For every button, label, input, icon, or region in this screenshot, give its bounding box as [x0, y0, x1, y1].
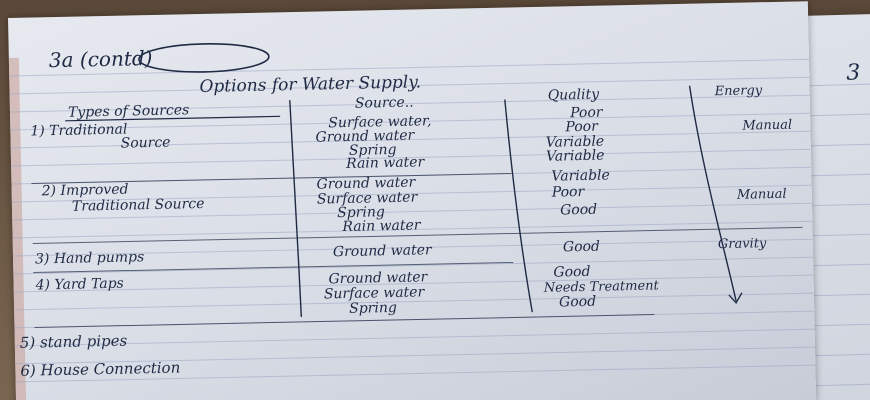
row4-quality-3: Good: [559, 294, 596, 311]
page-heading: 3a (contd): [49, 46, 153, 72]
row3-separator: [33, 261, 514, 274]
row4-source-1: Ground water: [328, 269, 428, 287]
row3-energy: Gravity: [718, 236, 767, 252]
row4-source-2: Surface water: [324, 284, 426, 302]
row1-quality-3: Variable: [546, 134, 605, 151]
right-page-mark: 3: [846, 60, 861, 85]
row1-source-3: Spring: [349, 142, 397, 159]
handwritten-notes: 3a (contd) Options for Water Supply. Typ…: [9, 43, 816, 383]
row1-quality-1: Poor: [569, 105, 604, 122]
divider-types-source: [289, 100, 303, 317]
row1-source-2: Ground water: [315, 127, 415, 145]
row-traditional-source: 1) Traditional Source Surface water, Gro…: [30, 105, 792, 172]
table-title: Options for Water Supply.: [199, 72, 421, 97]
row1-quality-2: Poor: [564, 119, 599, 136]
notebook-page: 3a (contd) Options for Water Supply. Typ…: [8, 1, 817, 400]
column-header-source: Source..: [355, 95, 414, 112]
extra-item-stand-pipes: 5) stand pipes: [20, 332, 128, 352]
row-yard-taps: 4) Yard Taps Ground water Surface water …: [34, 264, 660, 317]
row4-quality-1: Good: [553, 264, 590, 281]
row1-source-1: Surface water,: [328, 113, 432, 131]
row3-type-line1: 3) Hand pumps: [35, 249, 145, 267]
row4-type-line1: 4) Yard Taps: [34, 276, 123, 294]
row1-source-4: Rain water: [345, 154, 426, 172]
column-header-types: Types of Sources: [68, 102, 190, 121]
divider-source-quality: [504, 99, 533, 313]
row2-quality-3: Good: [560, 202, 597, 219]
row1-energy: Manual: [741, 118, 792, 134]
row4-quality-2: Needs Treatment: [543, 278, 660, 295]
column-header-quality: Quality: [548, 87, 601, 104]
row2-energy: Manual: [736, 187, 787, 203]
row-improved-traditional-source: 2) Improved Traditional Source Ground wa…: [40, 167, 787, 235]
row1-separator: [31, 172, 512, 185]
row2-quality-2: Poor: [551, 184, 586, 201]
row3-quality-1: Good: [563, 239, 600, 256]
divider-quality-energy: [688, 85, 737, 301]
column-dividers: [289, 85, 743, 317]
row2-source-4: Rain water: [341, 217, 422, 235]
row2-type-line1: 2) Improved: [40, 182, 128, 200]
row-hand-pumps: 3) Hand pumps Ground water Good Gravity: [35, 236, 767, 267]
types-underline: [65, 115, 281, 122]
row1-type-line2: Source: [120, 135, 170, 152]
row3-source-1: Ground water: [333, 242, 433, 260]
ruled-lines: [9, 58, 816, 383]
row2-separator: [32, 226, 803, 245]
row1-type-line1: 1) Traditional: [30, 122, 127, 140]
row4-separator: [34, 314, 655, 329]
energy-arrowhead: [728, 292, 743, 304]
row1-quality-4: Variable: [546, 148, 605, 165]
heading-circle: [138, 43, 270, 73]
extra-item-house-connection: 6) House Connection: [20, 358, 180, 379]
row4-source-3: Spring: [349, 300, 397, 317]
row2-source-3: Spring: [337, 204, 385, 221]
row2-source-2: Surface water: [317, 189, 419, 207]
column-header-energy: Energy: [714, 83, 763, 99]
row2-source-1: Ground water: [316, 174, 416, 192]
row2-type-line2: Traditional Source: [72, 196, 205, 215]
row2-quality-1: Variable: [551, 167, 610, 184]
